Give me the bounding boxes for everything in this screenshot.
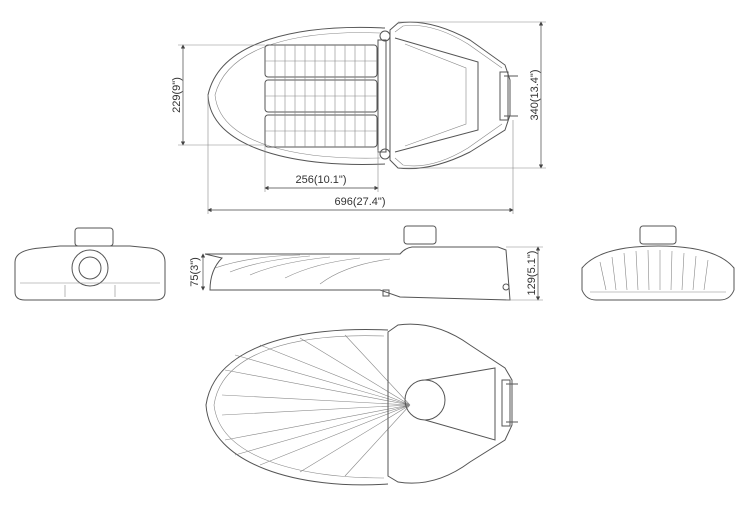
top-view bbox=[207, 21, 518, 170]
dim-229: 229(9") bbox=[171, 44, 265, 146]
dim-75-label: 75(3") bbox=[189, 257, 201, 287]
dim-256: 256(10.1") bbox=[264, 145, 379, 192]
dim-229-label: 229(9") bbox=[171, 77, 183, 113]
front-view bbox=[14, 227, 166, 301]
dim-340: 340(13.4") bbox=[398, 21, 546, 169]
side-view: 75(3") 129(5.1") bbox=[189, 225, 543, 301]
dim-696-label: 696(27.4") bbox=[335, 196, 386, 208]
dim-696: 696(27.4") bbox=[207, 95, 514, 214]
bottom-view bbox=[205, 323, 518, 486]
dim-256-label: 256(10.1") bbox=[296, 174, 347, 186]
led-modules bbox=[264, 44, 378, 148]
dim-129-label: 129(5.1") bbox=[526, 251, 538, 296]
dim-340-label: 340(13.4") bbox=[529, 70, 541, 121]
rear-view bbox=[581, 225, 735, 301]
